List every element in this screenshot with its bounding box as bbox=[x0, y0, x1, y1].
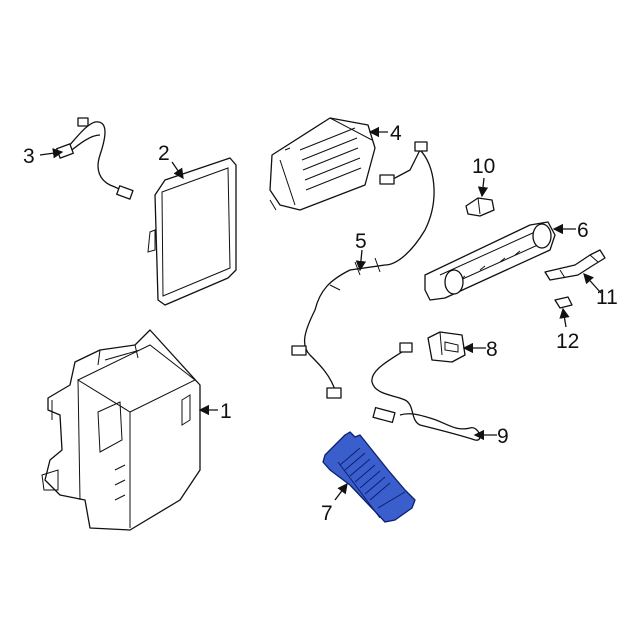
part-8-module[interactable] bbox=[427, 331, 466, 363]
callout-10: 10 bbox=[472, 155, 495, 178]
part-3-harness[interactable] bbox=[56, 117, 134, 200]
callout-leaders bbox=[39, 126, 602, 501]
callout-4: 4 bbox=[390, 122, 402, 145]
part-11-bracket[interactable] bbox=[544, 249, 606, 281]
callout-5: 5 bbox=[355, 230, 367, 253]
callout-3: 3 bbox=[23, 145, 35, 168]
callout-8: 8 bbox=[486, 338, 498, 361]
callout-12: 12 bbox=[556, 330, 579, 353]
callout-2: 2 bbox=[158, 142, 170, 165]
part-12-clip[interactable] bbox=[554, 296, 573, 309]
part-5-antenna-cable[interactable] bbox=[291, 141, 435, 399]
part-2-display[interactable] bbox=[147, 157, 237, 306]
part-9-cable[interactable] bbox=[371, 342, 481, 441]
callout-11: 11 bbox=[596, 286, 618, 309]
part-1-module-bracket[interactable] bbox=[41, 329, 201, 531]
part-10-switch[interactable] bbox=[465, 197, 495, 217]
part-6-control-panel[interactable] bbox=[424, 221, 556, 301]
part-7-highlighted-component[interactable] bbox=[322, 431, 416, 523]
callout-6: 6 bbox=[577, 219, 589, 242]
callout-9: 9 bbox=[497, 425, 509, 448]
part-4-amplifier[interactable] bbox=[269, 117, 376, 211]
callout-7: 7 bbox=[321, 502, 333, 525]
callout-1: 1 bbox=[220, 400, 232, 423]
